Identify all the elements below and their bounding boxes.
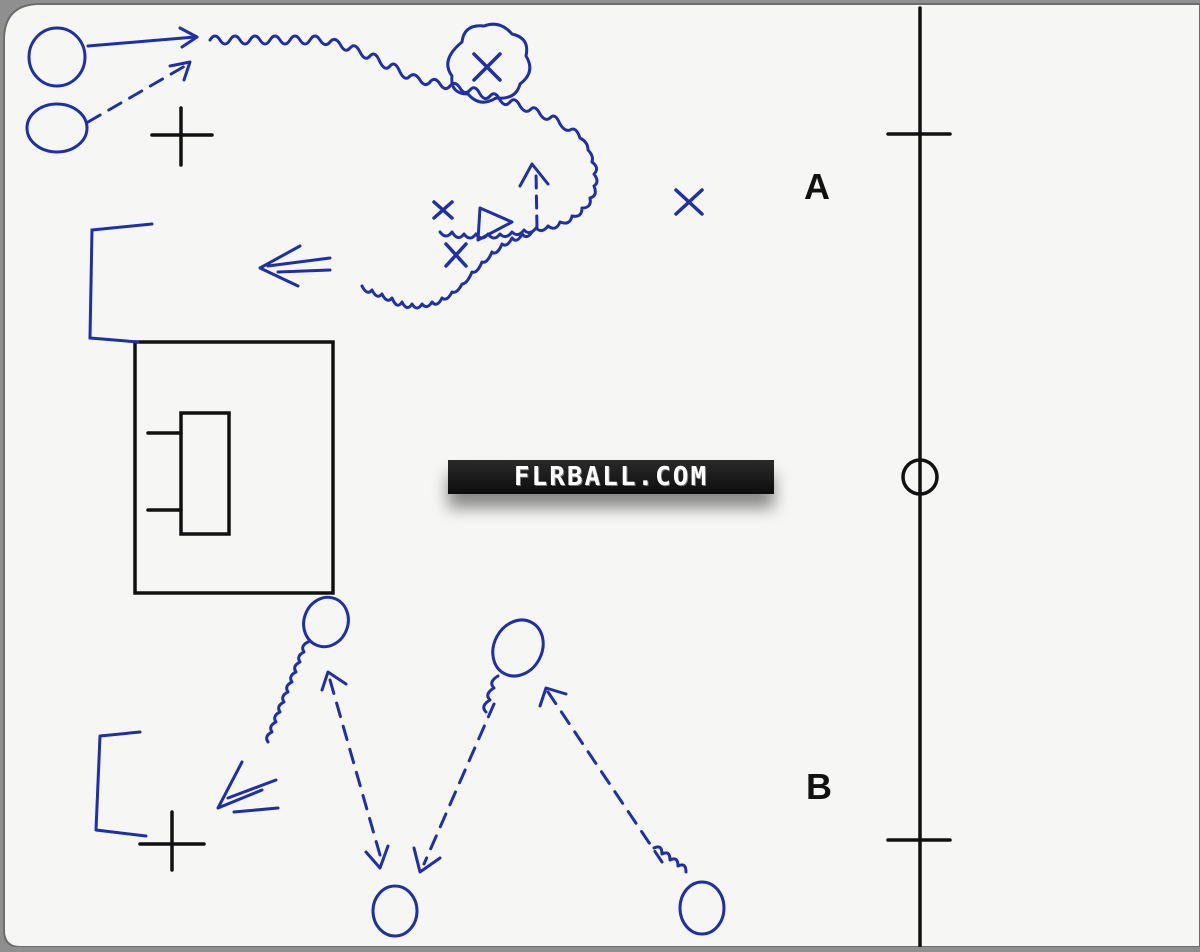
watermark-text: FLRBALL.COM [514,462,708,492]
zone-label-a: A [804,166,830,208]
shot-arrow-a-line2 [278,270,330,272]
zone-label-b: B [806,766,832,808]
skate-dashed-up [536,172,537,228]
watermark-logo: FLRBALL.COM [448,460,774,494]
